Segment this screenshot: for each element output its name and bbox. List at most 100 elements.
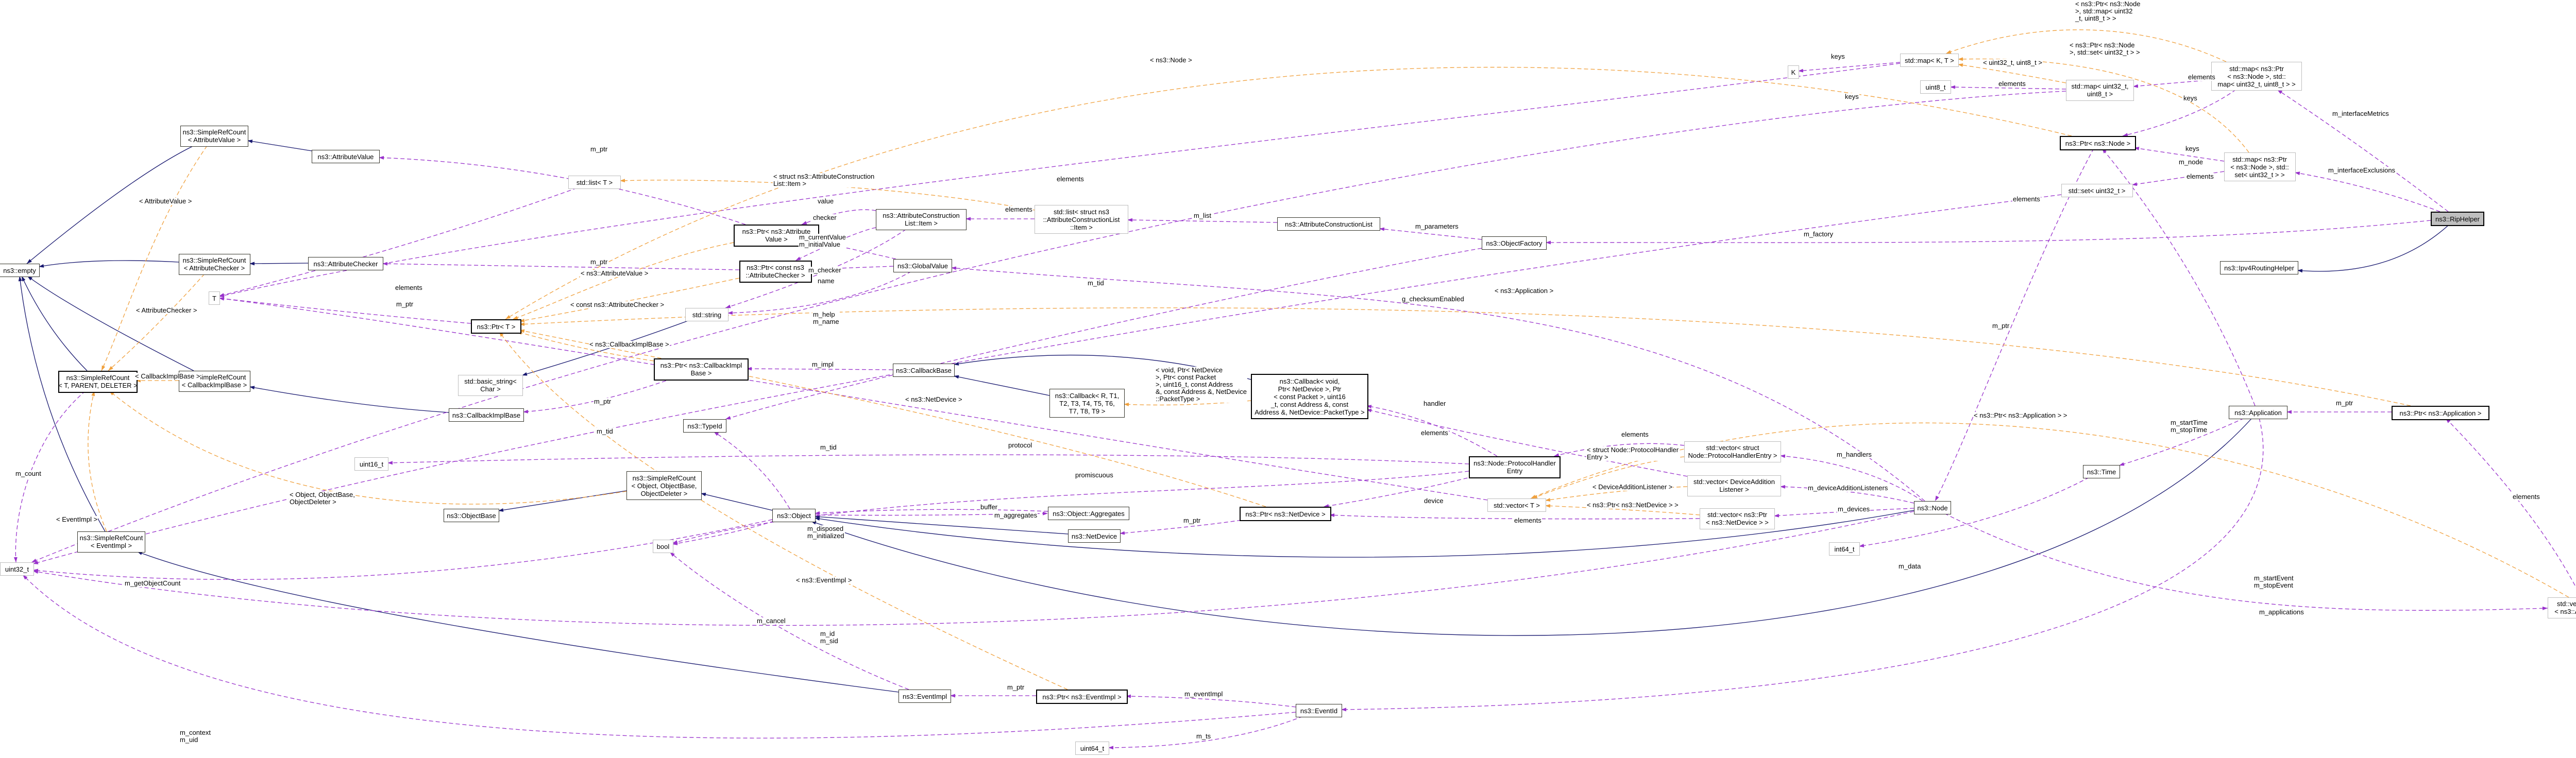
edge-label: m_disposed m_initialized [807,525,845,540]
class-node-ripHelper[interactable]: ns3::RipHelper [2430,212,2485,226]
class-node-typeId[interactable]: ns3::TypeId [683,419,726,433]
class-node-mapMetrics[interactable]: std::map< ns3::Ptr< ns3::Node >, std::ma… [2211,62,2302,91]
class-node-basicString[interactable]: std::basic_string<Char > [457,374,523,396]
class-node-time[interactable]: ns3::Time [2083,465,2120,478]
class-node-line: _t, const Address &, const [1270,400,1349,408]
class-node-line: ns3::Time [2087,468,2116,476]
edge-label: < ns3::Ptr< ns3::Node >, std::set< uint3… [2069,41,2141,56]
class-node-obj[interactable]: ns3::Object [772,509,816,522]
edge-label: < ns3::Application > [1494,287,1554,295]
edge-ptrApp-to-ptrT [519,307,2411,406]
class-node-vecPtrND[interactable]: std::vector< ns3::Ptr< ns3::NetDevice > … [1700,508,1775,529]
class-node-cbR[interactable]: ns3::Callback< R, T1,T2, T3, T4, T5, T6,… [1049,389,1125,418]
class-node-objBase[interactable]: ns3::ObjectBase [443,509,500,522]
edge-eventImpl-to-srcEI [137,551,899,693]
edge-label: m_ptr [2335,399,2354,407]
class-node-mapKT[interactable]: std::map< K, T > [1900,54,1959,67]
class-node-K[interactable]: K [1787,65,1800,79]
class-node-listT[interactable]: std::list< T > [568,176,621,189]
class-node-line: uint16_t [359,460,384,468]
edge-label: m_ptr [590,258,608,266]
edge-eventId-to-u64 [1108,716,1303,750]
class-node-u64[interactable]: uint64_t [1075,742,1109,755]
class-node-line: ns3::GlobalValue [897,262,948,270]
class-node-globalValue[interactable]: ns3::GlobalValue [893,259,953,272]
class-node-srcTPD[interactable]: ns3::SimpleRefCount< T, PARENT, DELETER … [58,370,138,393]
class-node-boolBox[interactable]: bool [652,540,674,553]
edge-label: keys [1831,53,1845,60]
class-node-srcAC[interactable]: ns3::SimpleRefCount< AttributeChecker > [178,253,250,275]
class-node-line: uint8_t [1925,83,1946,91]
edge-attrChecker-to-srcAC [249,262,309,266]
class-node-line: std::map< uint32_t, [2071,82,2129,90]
class-node-line: std::list< struct ns3 [1053,208,1109,216]
edge-label: < AttributeValue > [139,197,193,205]
class-node-ptrT[interactable]: ns3::Ptr< T > [471,319,521,334]
class-node-ptrND[interactable]: ns3::Ptr< ns3::NetDevice > [1240,507,1331,521]
class-node-mapU32U8[interactable]: std::map< uint32_t,uint8_t > [2065,79,2134,101]
class-node-empty[interactable]: ns3::empty [0,264,40,277]
class-node-srcAV[interactable]: ns3::SimpleRefCount< AttributeValue > [180,125,249,147]
edge-label: < Object, ObjectBase, ObjectDeleter > [289,491,355,506]
class-node-line: ns3::Callback< R, T1, [1055,391,1120,400]
class-node-T[interactable]: T [208,291,221,305]
class-node-mapExcl[interactable]: std::map< ns3::Ptr< ns3::Node >, std::se… [2224,152,2296,181]
class-node-srcOBJ[interactable]: ns3::SimpleRefCount< Object, ObjectBase,… [626,471,702,500]
class-node-i64[interactable]: int64_t [1829,542,1860,556]
class-node-line: ns3::TypeId [687,422,722,430]
class-node-cbBase[interactable]: ns3::CallbackBase [892,364,955,377]
class-node-ptrEI[interactable]: ns3::Ptr< ns3::EventImpl > [1036,690,1128,704]
edge-label: m_impl [811,360,834,368]
edge-mapKT-to-K [1798,62,1901,73]
class-node-cib[interactable]: ns3::CallbackImplBase [449,408,524,422]
edge-acl-to-listItem [1127,218,1278,223]
class-node-u16[interactable]: uint16_t [354,457,388,471]
class-node-aggregates[interactable]: ns3::Object::Aggregates [1048,507,1129,520]
edge-obj-to-srcOBJ [700,492,773,511]
edge-mapU32U8-to-u32 [31,91,2066,563]
edge-obj-to-u32 [32,519,773,580]
class-node-acl[interactable]: ns3::AttributeConstructionList [1277,217,1381,231]
class-node-stdString[interactable]: std::string [685,308,728,321]
class-node-line: < AttributeChecker > [183,264,245,272]
edge-mapU32U8-to-u8 [1950,85,2066,90]
class-node-cbVoid[interactable]: ns3::Callback< void,Ptr< NetDevice >, Pt… [1251,374,1368,419]
class-node-attrValue[interactable]: ns3::AttributeValue [311,150,380,163]
class-node-ipv4rh[interactable]: ns3::Ipv4RoutingHelper [2220,261,2298,274]
class-node-srcEI[interactable]: ns3::SimpleRefCount< EventImpl > [77,531,146,553]
class-node-setU32[interactable]: std::set< uint32_t > [2061,184,2133,197]
edge-ptrNode-to-node [1935,148,2094,502]
class-node-vecPtrApp[interactable]: std::vector< ns3::Ptr< ns3::Application … [2548,597,2576,618]
edge-label: < CallbackImplBase > [134,372,201,380]
class-node-u8[interactable]: uint8_t [1920,80,1951,94]
class-node-line: std::vector< ns3::Ptr [2557,600,2576,608]
class-node-listItem[interactable]: std::list< struct ns3::AttributeConstruc… [1034,205,1129,234]
class-node-line: std::vector< ns3::Ptr [1707,511,1767,519]
class-node-line: ::Item > [1070,223,1093,231]
class-node-u32[interactable]: uint32_t [0,562,34,576]
edge-label: m_checker [808,266,842,274]
edge-label: m_aggregates [994,511,1038,519]
class-node-objFactory[interactable]: ns3::ObjectFactory [1481,236,1547,250]
class-node-attrChecker[interactable]: ns3::AttributeChecker [308,257,383,270]
edge-ripHelper-to-ipv4rh [2297,223,2450,273]
edge-label: < ns3::NetDevice > [905,395,963,403]
edge-ptrCIB-to-ptrT [516,331,654,361]
class-node-ptrCAC[interactable]: ns3::Ptr< const ns3::AttributeChecker > [739,260,812,283]
class-node-ptrApp[interactable]: ns3::Ptr< ns3::Application > [2391,406,2490,420]
class-node-netDevice[interactable]: ns3::NetDevice [1067,529,1121,543]
edge-mapMetrics-to-ptrNode [2122,89,2236,137]
class-node-app[interactable]: ns3::Application [2228,406,2288,419]
class-node-node[interactable]: ns3::Node [1914,501,1951,514]
class-node-line: T7, T8, T9 > [1069,407,1106,415]
class-node-eventId[interactable]: ns3::EventId [1296,704,1342,717]
class-node-vecT[interactable]: std::vector< T > [1487,498,1547,512]
class-node-eventImpl[interactable]: ns3::EventImpl [898,690,952,703]
class-node-line: ns3::Node [1917,504,1948,512]
class-node-ptrNode[interactable]: ns3::Ptr< ns3::Node > [2060,136,2136,150]
